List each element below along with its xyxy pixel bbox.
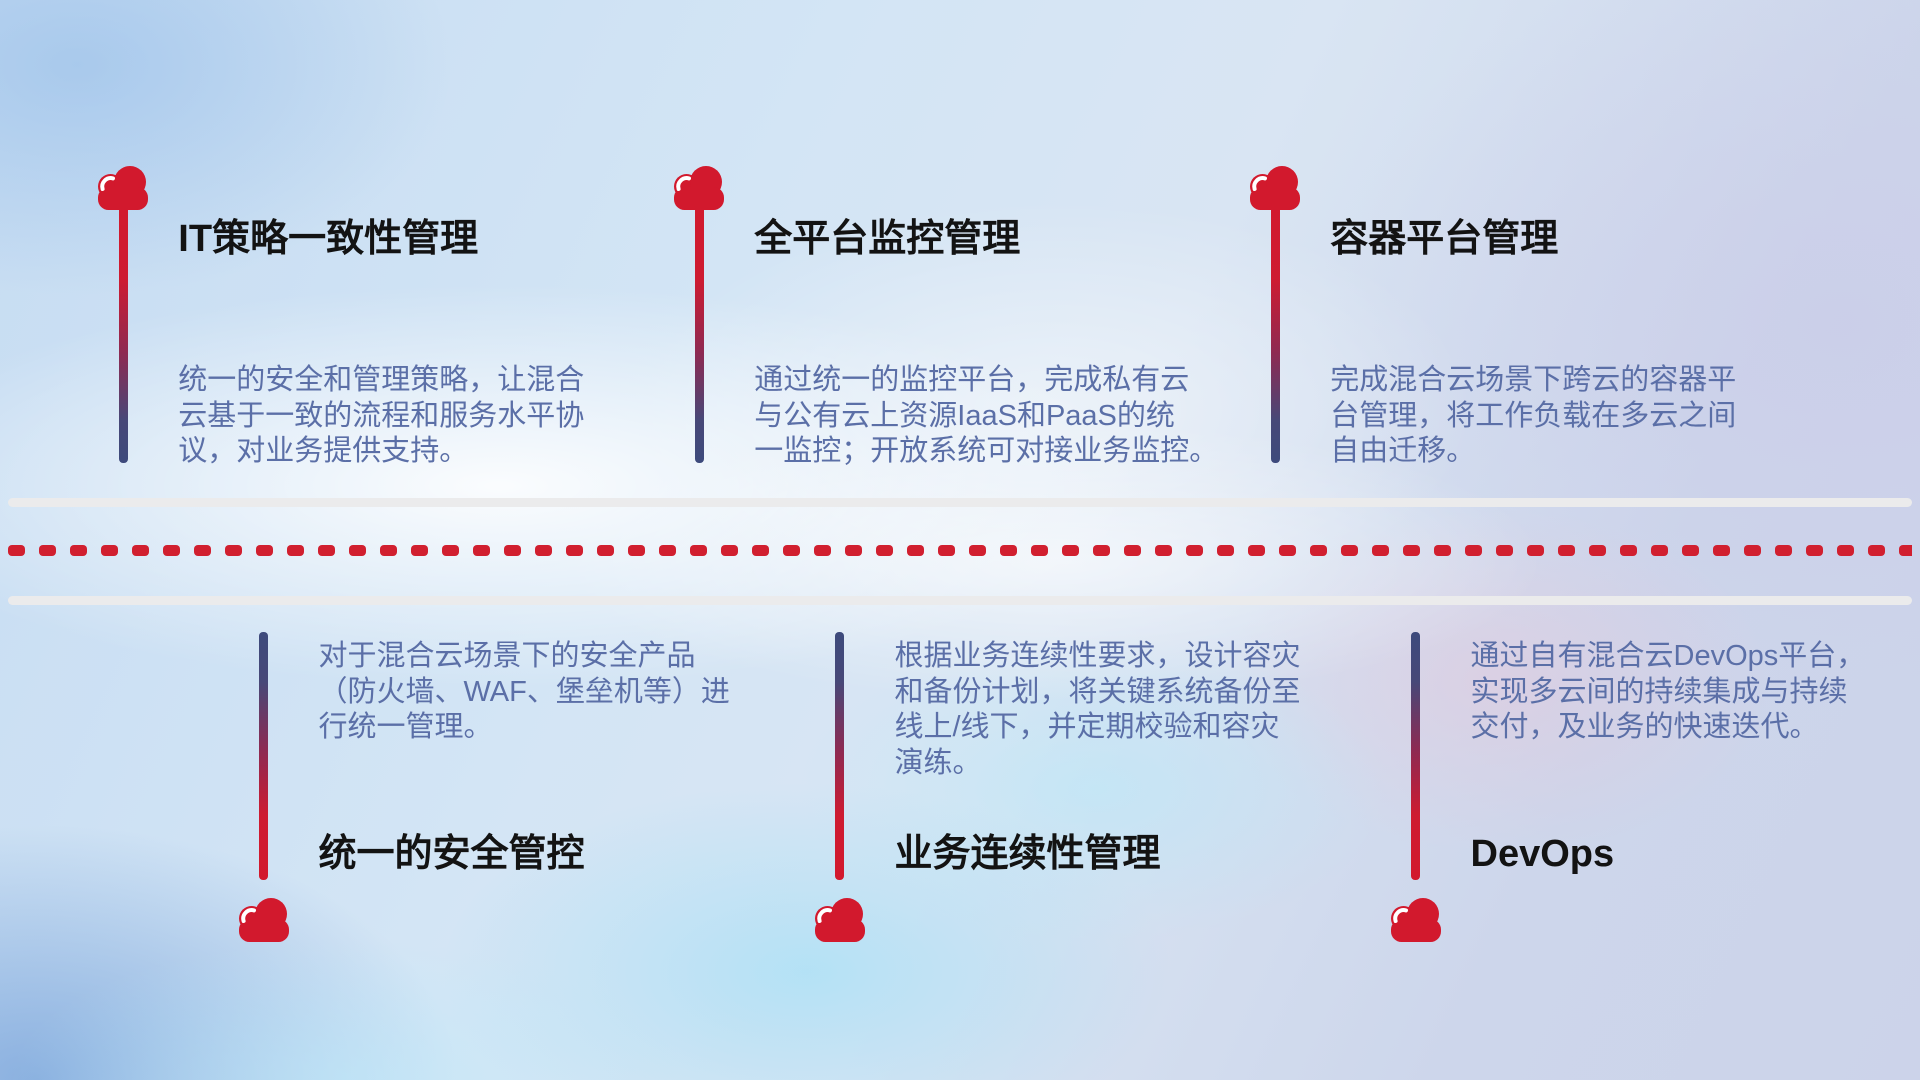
item-description: 对于混合云场景下的安全产品 （防火墙、WAF、堡垒机等）进 行统一管理。 — [318, 640, 730, 743]
item-description: 根据业务连续性要求，设计容灾 和备份计划，将关键系统备份至 线上/线下，并定期校… — [894, 640, 1301, 779]
item-description: 通过自有混合云DevOps平台， 实现多云间的持续集成与持续 交付，及业务的快速… — [1470, 640, 1866, 743]
item-title: 统一的安全管控 — [318, 833, 585, 875]
connector-line — [1270, 200, 1280, 463]
item-title: 全平台监控管理 — [754, 218, 1021, 260]
connector-line — [259, 632, 268, 880]
connector-line — [118, 200, 128, 463]
dashed-center-line — [8, 545, 1912, 556]
item-description: 通过统一的监控平台，完成私有云 与公有云上资源IaaS和PaaS的统 一监控；开… — [754, 364, 1219, 467]
cloud-icon — [98, 166, 149, 210]
item-description: 完成混合云场景下跨云的容器平 台管理，将工作负载在多云之间 自由迁移。 — [1330, 364, 1737, 467]
cloud-icon — [674, 166, 725, 210]
connector-line — [694, 200, 704, 463]
cloud-icon — [238, 898, 289, 942]
cloud-icon — [1390, 898, 1441, 942]
item-title: DevOps — [1470, 833, 1615, 875]
item-title: 业务连续性管理 — [894, 833, 1161, 875]
item-description: 统一的安全和管理策略，让混合 云基于一致的流程和服务水平协 议，对业务提供支持。 — [178, 364, 585, 467]
item-title: IT策略一致性管理 — [178, 218, 479, 260]
connector-line — [1411, 632, 1420, 880]
connector-line — [835, 632, 844, 880]
cloud-icon — [1250, 166, 1301, 210]
cloud-icon — [814, 898, 865, 942]
road-top-line — [8, 498, 1912, 507]
road-bottom-line — [8, 596, 1912, 605]
item-title: 容器平台管理 — [1330, 218, 1559, 260]
